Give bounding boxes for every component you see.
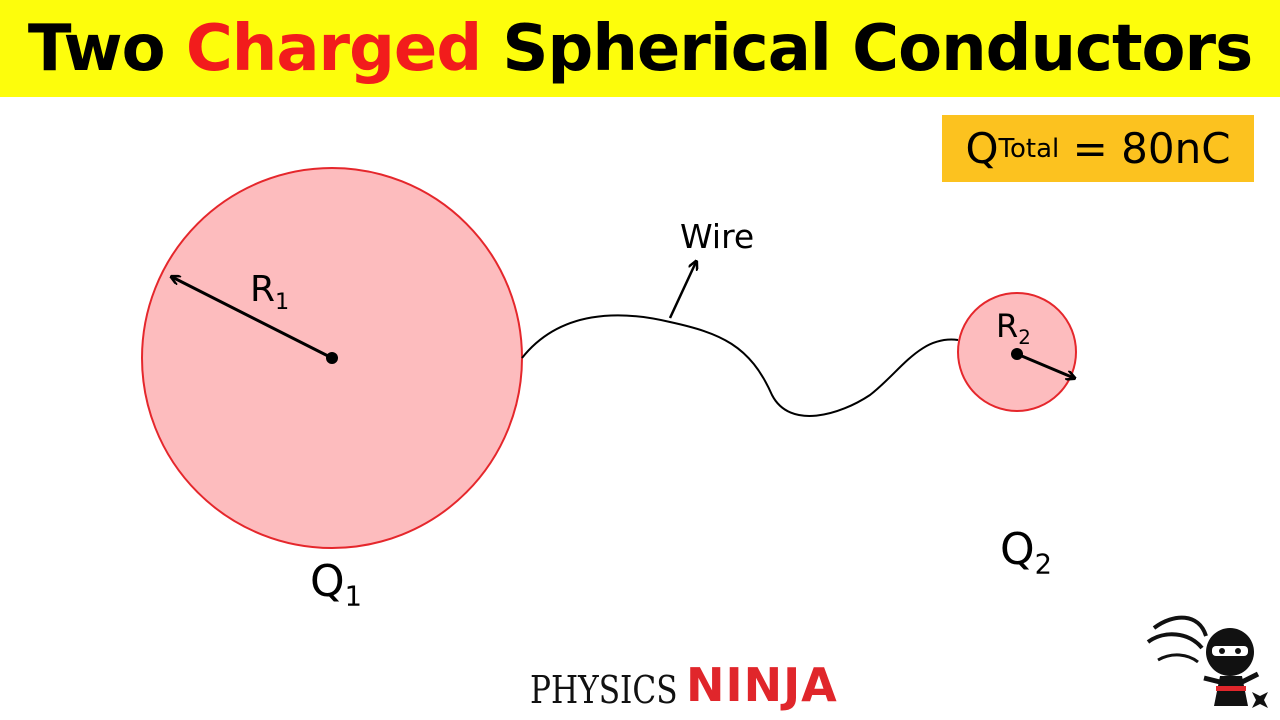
radius-2-subscript: 2	[1018, 325, 1031, 349]
physics-ninja-logo: PHYSICS NINJA	[530, 658, 838, 712]
radius-1-symbol: R	[250, 269, 276, 310]
wire-label: Wire	[680, 217, 755, 256]
radius-1-arrow-icon	[172, 277, 333, 360]
total-charge-value: = 80nC	[1059, 124, 1231, 173]
radius-1-subscript: 1	[275, 288, 290, 315]
charge-2-subscript: 2	[1034, 549, 1052, 581]
total-charge-symbol: Q	[965, 124, 999, 173]
ninja-mascot-icon	[1146, 615, 1268, 708]
total-charge-subscript: Total	[998, 133, 1060, 164]
wire-pointer-arrow-icon	[668, 262, 696, 319]
charge-2-label: Q2	[1000, 528, 1052, 579]
radius-2-symbol: R	[996, 307, 1019, 345]
radius-1-label: R1	[250, 272, 289, 313]
radius-2-label: R2	[996, 310, 1031, 348]
logo-ninja-text: NINJA	[685, 658, 838, 712]
title-accent: Charged	[185, 11, 482, 86]
title-part-1: Two	[27, 11, 186, 86]
charge-2-symbol: Q	[1000, 524, 1035, 575]
charge-1-symbol: Q	[310, 556, 345, 607]
logo-physics-text: PHYSICS	[530, 668, 678, 712]
charge-1-label: Q1	[310, 560, 362, 611]
title-bar: Two Charged Spherical Conductors	[0, 0, 1280, 97]
title-part-2: Spherical Conductors	[481, 11, 1253, 86]
charge-1-subscript: 1	[344, 581, 362, 613]
connecting-wire	[521, 314, 959, 417]
radius-2-arrow-icon	[1016, 352, 1074, 378]
